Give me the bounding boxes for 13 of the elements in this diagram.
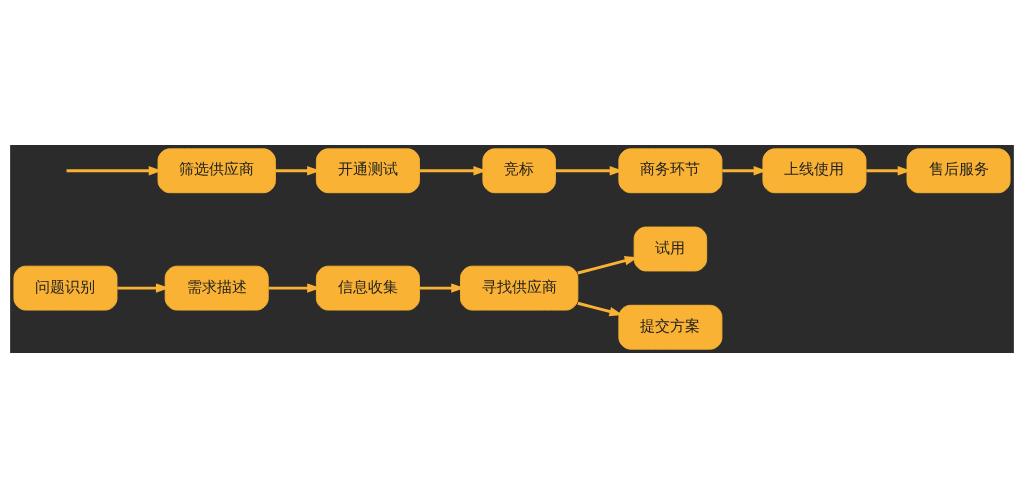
node-box: 信息收集 [315, 265, 420, 311]
node-box: 试用 [633, 226, 708, 271]
node-box: 寻找供应商 [460, 265, 579, 311]
node-box: 竞标 [482, 147, 556, 193]
node-box: 开通测试 [315, 147, 420, 193]
node-box: 上线使用 [762, 147, 867, 193]
node-box: 提交方案 [618, 304, 723, 350]
node-box: 售后服务 [906, 147, 1011, 193]
arrow [577, 301, 623, 316]
node-box: 问题识别 [13, 265, 118, 311]
node-box: 筛选供应商 [157, 147, 276, 193]
node-box: 商务环节 [618, 147, 723, 193]
node-box: 需求描述 [164, 265, 269, 311]
